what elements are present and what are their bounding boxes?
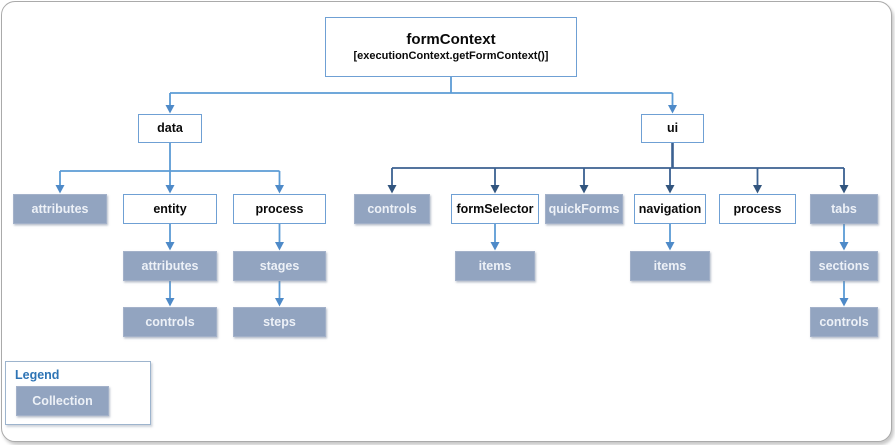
node-controls: controls: [354, 194, 430, 224]
node-attributes: attributes: [13, 194, 107, 224]
node-controls3: controls: [810, 307, 878, 337]
node-formContext: formContext[executionContext.getFormCont…: [325, 17, 577, 77]
node-attributes2: attributes: [123, 251, 217, 281]
node-process2: process: [719, 194, 796, 224]
node-process: process: [233, 194, 326, 224]
node-items2: items: [630, 251, 710, 281]
node-ui: ui: [641, 114, 704, 143]
node-sections: sections: [810, 251, 878, 281]
legend: Legend Collection: [5, 361, 151, 425]
node-quickForms: quickForms: [545, 194, 623, 224]
node-formSelector: formSelector: [451, 194, 539, 224]
node-formContext-title: formContext: [406, 31, 496, 49]
node-data: data: [138, 114, 202, 143]
node-formContext-subtitle: [executionContext.getFormContext()]: [353, 50, 549, 63]
node-steps: steps: [233, 307, 326, 337]
legend-collection-swatch: Collection: [16, 386, 109, 416]
node-stages: stages: [233, 251, 326, 281]
legend-title: Legend: [15, 368, 60, 382]
node-tabs: tabs: [810, 194, 878, 224]
node-items1: items: [455, 251, 535, 281]
node-entity: entity: [123, 194, 217, 224]
node-navigation: navigation: [634, 194, 706, 224]
node-controls2: controls: [123, 307, 217, 337]
